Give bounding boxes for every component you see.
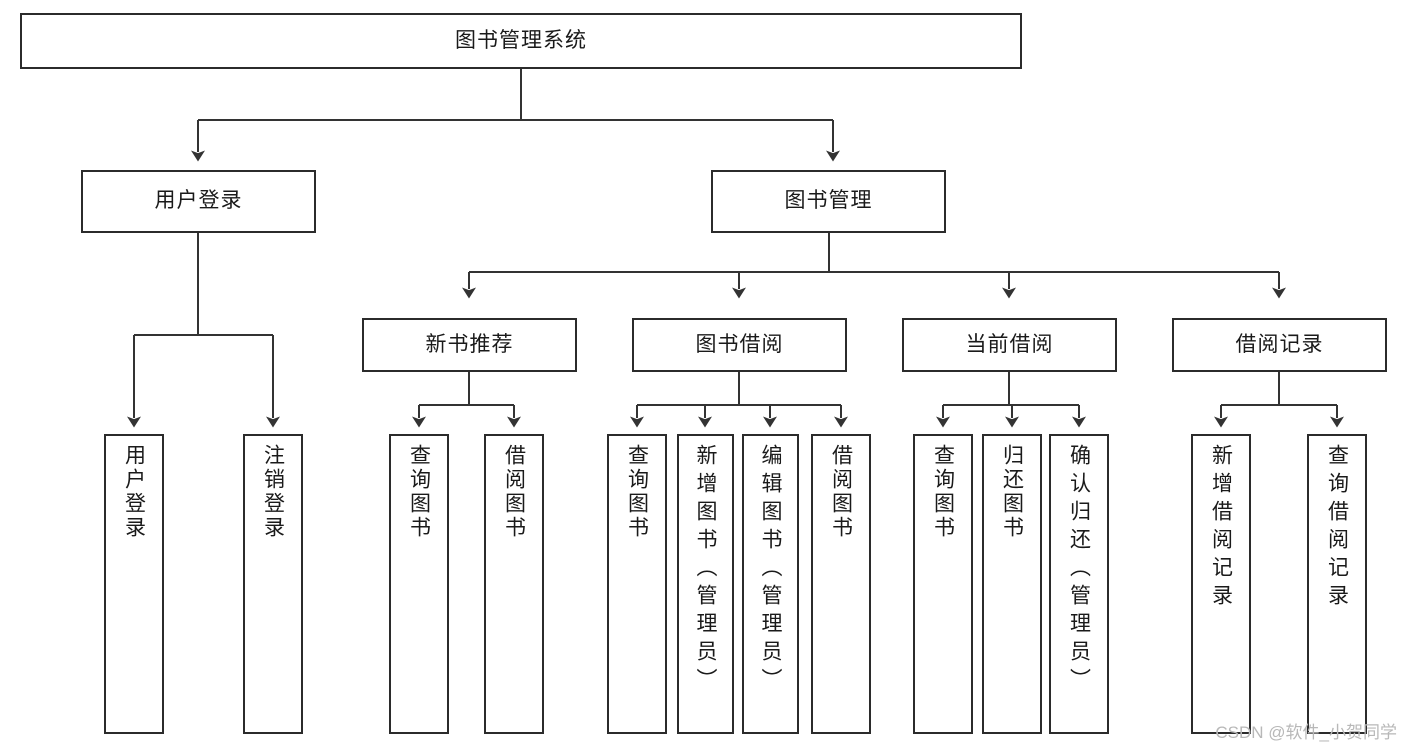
node-current-borrow[interactable]: 当前借阅 <box>902 318 1117 372</box>
node-leaf-query-book-2-label: 查询图书 <box>625 444 649 540</box>
node-leaf-borrow-book-2[interactable]: 借阅图书 <box>811 434 871 734</box>
node-leaf-confirm-return-admin[interactable]: 确认归还（管理员） <box>1049 434 1109 734</box>
node-leaf-query-borrow-record[interactable]: 查询借阅记录 <box>1307 434 1367 734</box>
node-book-borrow[interactable]: 图书借阅 <box>632 318 847 372</box>
node-borrow-record[interactable]: 借阅记录 <box>1172 318 1387 372</box>
node-leaf-return-book-label: 归还图书 <box>1000 444 1024 540</box>
node-leaf-query-book-3-label: 查询图书 <box>931 444 955 540</box>
node-leaf-add-book-admin[interactable]: 新增图书（管理员） <box>677 434 734 734</box>
node-leaf-query-book-2[interactable]: 查询图书 <box>607 434 667 734</box>
node-leaf-logout-login[interactable]: 注销登录 <box>243 434 303 734</box>
node-leaf-confirm-return-admin-label: 确认归还（管理员） <box>1067 444 1091 696</box>
node-leaf-add-borrow-record-label: 新增借阅记录 <box>1209 444 1233 612</box>
node-leaf-borrow-book-1-label: 借阅图书 <box>502 444 526 540</box>
node-book-manage[interactable]: 图书管理 <box>711 170 946 233</box>
node-root-label: 图书管理系统 <box>455 28 587 52</box>
node-leaf-add-borrow-record[interactable]: 新增借阅记录 <box>1191 434 1251 734</box>
node-leaf-borrow-book-1[interactable]: 借阅图书 <box>484 434 544 734</box>
node-book-manage-label: 图书管理 <box>784 189 873 213</box>
node-root[interactable]: 图书管理系统 <box>20 13 1022 69</box>
node-leaf-user-login[interactable]: 用户登录 <box>104 434 164 734</box>
node-user-login-label: 用户登录 <box>154 189 243 213</box>
node-book-borrow-label: 图书借阅 <box>695 332 784 356</box>
node-leaf-borrow-book-2-label: 借阅图书 <box>829 444 853 540</box>
node-leaf-edit-book-admin[interactable]: 编辑图书（管理员） <box>742 434 799 734</box>
node-leaf-edit-book-admin-label: 编辑图书（管理员） <box>759 444 782 696</box>
node-leaf-query-book-3[interactable]: 查询图书 <box>913 434 973 734</box>
node-leaf-return-book[interactable]: 归还图书 <box>982 434 1042 734</box>
node-leaf-user-login-label: 用户登录 <box>122 444 146 540</box>
node-user-login[interactable]: 用户登录 <box>81 170 316 233</box>
node-borrow-record-label: 借阅记录 <box>1235 332 1324 356</box>
node-leaf-query-book-1-label: 查询图书 <box>407 444 431 540</box>
node-leaf-logout-login-label: 注销登录 <box>261 444 285 540</box>
node-new-book-recommend[interactable]: 新书推荐 <box>362 318 577 372</box>
node-new-book-recommend-label: 新书推荐 <box>425 332 514 356</box>
node-leaf-add-book-admin-label: 新增图书（管理员） <box>694 444 717 696</box>
node-leaf-query-borrow-record-label: 查询借阅记录 <box>1325 444 1349 612</box>
node-current-borrow-label: 当前借阅 <box>965 332 1054 356</box>
node-leaf-query-book-1[interactable]: 查询图书 <box>389 434 449 734</box>
